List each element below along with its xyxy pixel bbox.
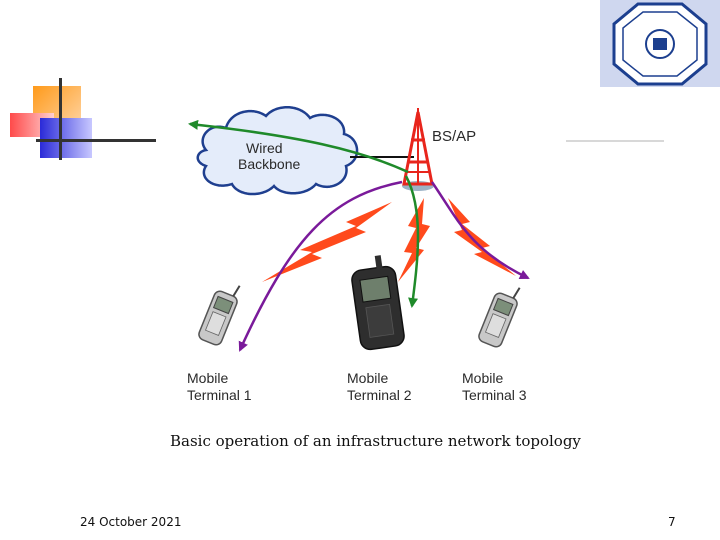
university-logo-icon [600,0,720,87]
footer-date: 24 October 2021 [80,515,182,529]
mobile-phone-icon [351,255,405,351]
backbone-label-line1: Wired [246,140,283,156]
lightning-bolt-icon [398,198,430,282]
terminal-1-label-line1: Mobile [187,370,229,386]
green-path-to-terminal-2 [404,175,420,308]
lightning-bolt-icon [448,198,516,276]
decor-horizontal-line [36,139,156,142]
figure-caption: Basic operation of an infrastructure net… [170,432,581,450]
lightning-bolt-icon [262,202,392,282]
terminal-3-label-line1: Mobile [462,370,504,386]
green-path-to-backbone [188,119,409,174]
terminal-1-label-line2: Terminal 1 [187,387,252,403]
page-number: 7 [668,515,676,529]
terminal-2-label-line1: Mobile [347,370,389,386]
mobile-phone-icon [478,287,521,348]
purple-path-to-terminal-3 [430,181,530,280]
purple-path-to-terminal-1 [238,180,403,352]
terminal-2-label-line2: Terminal 2 [347,387,412,403]
decor-vertical-line [59,78,62,160]
backbone-label-line2: Backbone [238,156,301,172]
decor-blue-square [40,118,92,158]
bs-ap-label: BS/AP [432,128,477,145]
mobile-phone-icon [198,285,241,346]
terminal-3-label-line2: Terminal 3 [462,387,527,403]
